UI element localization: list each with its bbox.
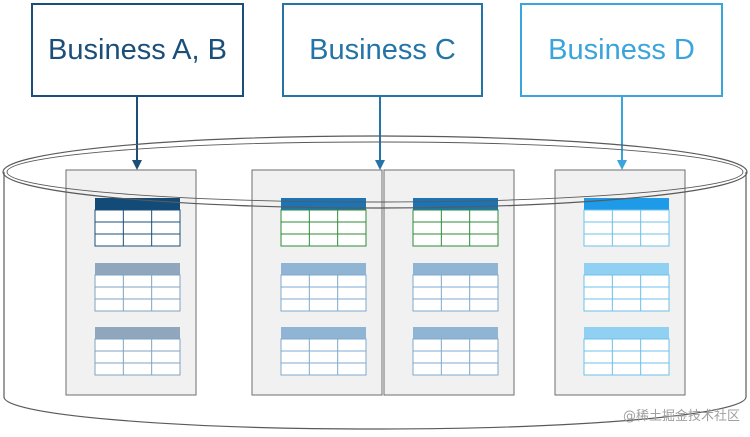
shard-group bbox=[65, 169, 686, 396]
arrow-2 bbox=[375, 97, 385, 170]
business-label-a-b: Business A, B bbox=[48, 33, 227, 66]
table-header bbox=[281, 263, 366, 275]
cylinder-rim bbox=[2, 135, 748, 209]
business-box-d: Business D bbox=[520, 3, 723, 97]
cylinder-top-ellipse bbox=[2, 135, 748, 209]
arrow-head bbox=[132, 160, 142, 170]
arrow-1 bbox=[132, 97, 142, 170]
table-icon bbox=[583, 198, 670, 247]
table-header bbox=[95, 263, 180, 275]
table-header bbox=[281, 327, 366, 339]
table-icon bbox=[280, 263, 367, 312]
table-header bbox=[584, 263, 669, 275]
arrow-head bbox=[617, 160, 627, 170]
arrow-head bbox=[375, 160, 385, 170]
table-icon bbox=[94, 198, 181, 247]
table-grid bbox=[583, 209, 670, 247]
table-icon bbox=[412, 198, 499, 247]
table-grid bbox=[280, 209, 367, 247]
table-header bbox=[95, 327, 180, 339]
shard-3 bbox=[383, 169, 515, 396]
business-label-c: Business C bbox=[309, 33, 456, 66]
table-grid bbox=[94, 209, 181, 247]
arrow-3 bbox=[617, 97, 627, 170]
cylinder-inner-ellipse bbox=[6, 141, 744, 203]
table-header bbox=[584, 327, 669, 339]
table-icon bbox=[94, 327, 181, 376]
table-icon bbox=[583, 263, 670, 312]
table-icon bbox=[412, 327, 499, 376]
watermark: @稀土掘金技术社区 bbox=[622, 409, 740, 424]
table-grid bbox=[280, 338, 367, 376]
business-box-a-b: Business A, B bbox=[31, 3, 244, 97]
table-grid bbox=[412, 338, 499, 376]
shard-2 bbox=[251, 169, 383, 396]
business-label-d: Business D bbox=[548, 33, 695, 66]
table-grid bbox=[94, 274, 181, 312]
table-header bbox=[584, 198, 669, 210]
shard-1 bbox=[65, 169, 197, 396]
arrow-group bbox=[132, 97, 627, 170]
table-icon bbox=[280, 327, 367, 376]
table-grid bbox=[94, 338, 181, 376]
table-grid bbox=[583, 338, 670, 376]
table-icon bbox=[280, 198, 367, 247]
business-box-c: Business C bbox=[282, 3, 483, 97]
table-grid bbox=[280, 274, 367, 312]
table-icon bbox=[94, 263, 181, 312]
table-grid bbox=[583, 274, 670, 312]
table-icon bbox=[583, 327, 670, 376]
table-grid bbox=[412, 274, 499, 312]
shard-4 bbox=[554, 169, 686, 396]
table-header bbox=[413, 263, 498, 275]
table-header bbox=[413, 327, 498, 339]
table-grid bbox=[412, 209, 499, 247]
table-icon bbox=[412, 263, 499, 312]
